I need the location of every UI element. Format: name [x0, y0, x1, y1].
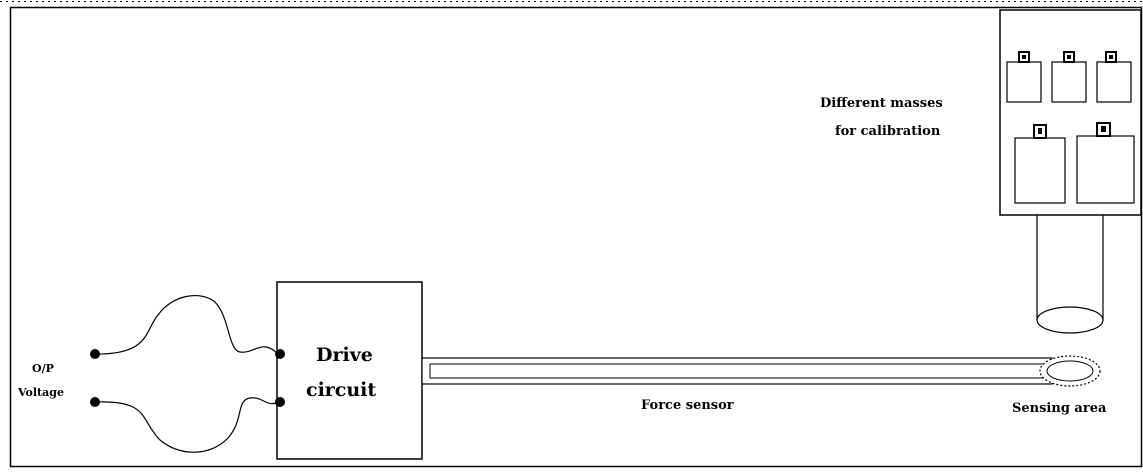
wire-bottom	[94, 397, 279, 453]
drive-circuit-label-line1: Drive	[316, 344, 373, 366]
mass-small-1	[1006, 51, 1042, 103]
sensing-area-inner	[1046, 360, 1094, 382]
mass-small-3	[1096, 51, 1132, 103]
drive-terminal-top	[275, 349, 285, 359]
drive-circuit-box	[276, 281, 423, 460]
drive-circuit-label-line2: circuit	[306, 379, 376, 401]
plunger-tip	[1036, 306, 1104, 334]
mass-small-2	[1051, 51, 1087, 103]
force-sensor-label: Force sensor	[641, 398, 734, 413]
diagram-frame	[9, 6, 1143, 468]
output-label-line2: Voltage	[17, 386, 64, 399]
mass-large-1	[1014, 124, 1066, 204]
mass-large-2	[1076, 122, 1135, 204]
wire-top	[94, 294, 279, 355]
force-sensor-strip	[421, 357, 1053, 385]
sensing-area-label: Sensing area	[1012, 401, 1107, 416]
masses-label-line1: Different masses	[820, 96, 943, 111]
output-label-line1: O/P	[32, 362, 54, 375]
drive-terminal-bottom	[275, 397, 285, 407]
masses-label-line2: for calibration	[835, 124, 941, 139]
